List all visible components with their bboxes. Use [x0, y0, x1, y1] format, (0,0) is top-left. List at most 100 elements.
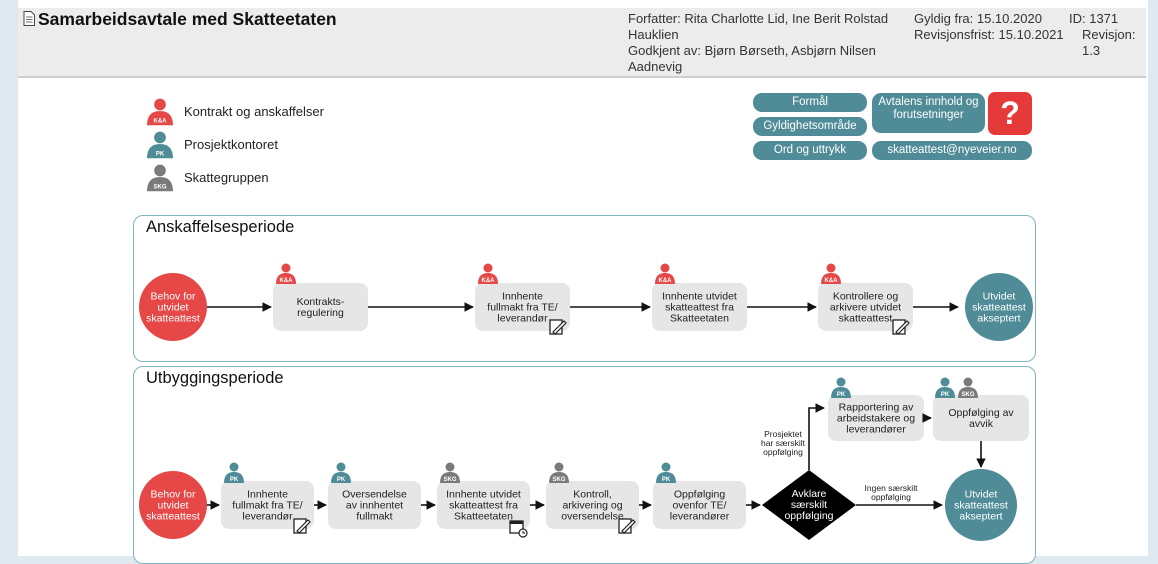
person-badge-label: PK: [337, 477, 346, 483]
legend-person-icons: K&A PK SKG: [147, 98, 173, 192]
person-skg-icon: SKG: [549, 462, 569, 483]
revision-number: Revisjon: 1.3: [1082, 27, 1136, 58]
person-badge-label: PK: [156, 152, 165, 158]
person-pk-icon: PK: [656, 462, 676, 483]
document-id: ID: 1371: [1069, 11, 1119, 26]
person-badge-label: K&A: [825, 278, 839, 284]
calendar-icon: [509, 520, 528, 538]
person-pk-icon: PK: [331, 462, 351, 483]
page-title: Samarbeidsavtale med Skatteetaten: [38, 9, 337, 29]
document-icon: [23, 11, 35, 26]
process-box: [818, 283, 913, 331]
person-pk-icon: PK: [147, 131, 173, 159]
email-button[interactable]: skatteattest@nyeveier.no: [872, 141, 1032, 160]
person-ka-icon: K&A: [147, 98, 173, 126]
person-skg-icon: SKG: [147, 164, 173, 192]
gyldighetsomrade-button[interactable]: Gyldighetsområde: [753, 117, 867, 136]
section-title: Anskaffelsesperiode: [146, 218, 295, 236]
person-ka-icon: K&A: [655, 263, 675, 284]
person-ka-icon: K&A: [276, 263, 296, 284]
author-info: Forfatter: Rita Charlotte Lid, Ine Berit…: [628, 11, 889, 74]
person-ka-icon: K&A: [821, 263, 841, 284]
legend-person-icon-ka: K&A: [147, 98, 173, 126]
anskaffelse-step: Kontrakts-regulering: [273, 283, 368, 331]
document-header: Samarbeidsavtale med Skatteetaten Forfat…: [18, 8, 1146, 78]
person-badge-label: K&A: [482, 278, 496, 284]
legend-person-icon-skg: SKG: [147, 164, 173, 192]
person-badge-label: SKG: [443, 477, 456, 483]
process-box: [652, 283, 747, 331]
person-pk-icon: PK: [935, 377, 955, 398]
flow-arrow: [808, 403, 825, 470]
process-box: [328, 481, 421, 529]
pen-icon: [892, 319, 910, 335]
person-skg-icon: SKG: [958, 377, 978, 398]
person-ka-icon: K&A: [478, 263, 498, 284]
legend-label-ka: Kontrakt og anskaffelser: [184, 104, 324, 119]
formal-button[interactable]: Formål: [753, 93, 867, 112]
pen-icon: [293, 518, 311, 534]
ord-og-uttrykk-button[interactable]: Ord og uttrykk: [753, 141, 867, 160]
process-box: [933, 395, 1029, 441]
person-pk-icon: PK: [831, 377, 851, 398]
validity-info: Gyldig fra: 15.10.2020 Revisjonsfrist: 1…: [914, 11, 1064, 42]
person-badge-label: PK: [662, 477, 671, 483]
process-box: [828, 395, 924, 441]
person-badge-label: PK: [837, 392, 846, 398]
legend-person-icon-pk: PK: [147, 131, 173, 159]
avtalens-innhold-button[interactable]: Avtalens innhold og forutsetninger: [872, 93, 985, 133]
person-badge-label: PK: [230, 477, 239, 483]
legend-label-pk: Prosjektkontoret: [184, 137, 278, 152]
process-box: [437, 481, 530, 529]
person-badge-label: K&A: [154, 119, 168, 125]
node-label: Kontrakts-regulering: [297, 296, 345, 319]
process-box: [546, 481, 639, 529]
person-badge-label: PK: [941, 392, 950, 398]
page: Samarbeidsavtale med Skatteetaten Forfat…: [18, 0, 1148, 564]
person-skg-icon: SKG: [440, 462, 460, 483]
person-badge-label: K&A: [280, 278, 294, 284]
process-box: [273, 283, 368, 331]
person-badge-label: SKG: [153, 185, 166, 191]
person-pk-icon: PK: [224, 462, 244, 483]
legend-label-skg: Skattegruppen: [184, 170, 269, 185]
pen-icon: [618, 518, 636, 534]
person-badge-label: SKG: [961, 392, 974, 398]
person-badge-label: SKG: [552, 477, 565, 483]
person-badge-label: K&A: [659, 278, 673, 284]
process-box: [653, 481, 746, 529]
help-button[interactable]: ?: [988, 92, 1032, 135]
